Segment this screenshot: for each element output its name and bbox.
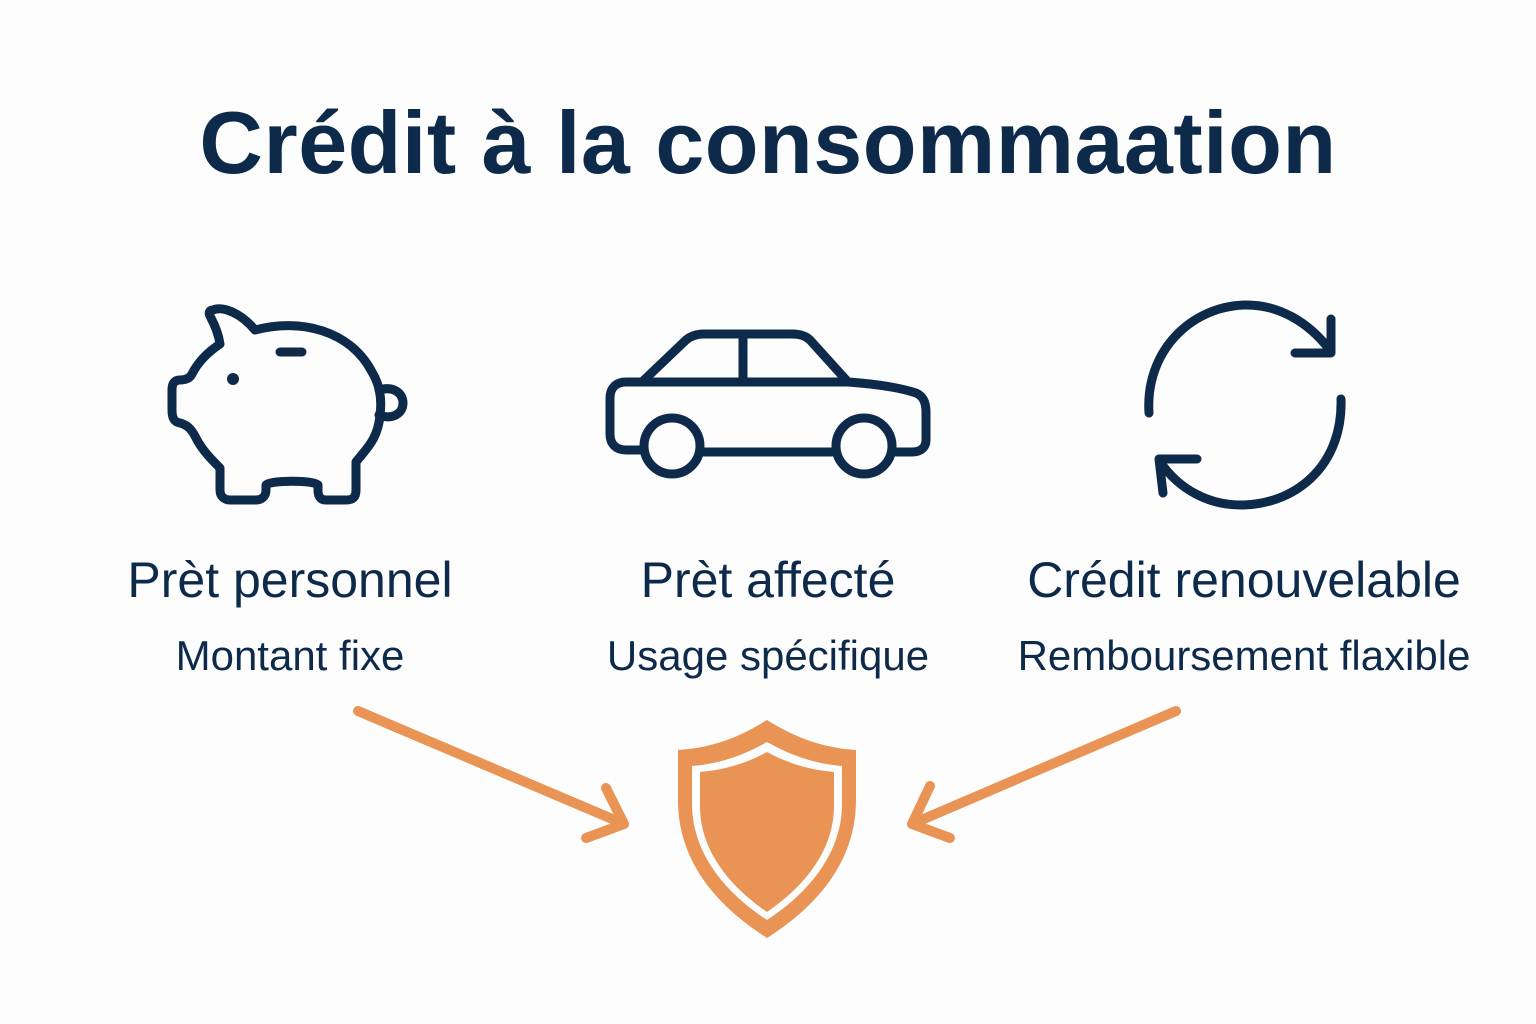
card-credit-renouvelable: Crédit renouvelable Remboursement flaxib… xyxy=(984,290,1504,679)
arrow-right-to-shield xyxy=(907,706,1181,843)
card-pret-personnel: Prèt personnel Montant fixe xyxy=(30,290,550,679)
page-title: Crédit à la consommaation xyxy=(199,93,1337,192)
card-label: Prèt affecté xyxy=(640,552,896,608)
card-pret-affecte: Prèt affecté Usage spécifique xyxy=(508,290,1028,679)
arrow-left-to-shield xyxy=(353,706,629,843)
car-icon xyxy=(508,290,1028,520)
card-label: Crédit renouvelable xyxy=(1027,552,1461,608)
piggy-bank-icon xyxy=(30,290,550,520)
card-sublabel: Montant fixe xyxy=(175,632,405,679)
refresh-cycle-icon xyxy=(984,290,1504,520)
card-sublabel: Usage spécifique xyxy=(606,632,930,679)
card-label: Prèt personnel xyxy=(127,552,453,608)
card-sublabel: Remboursement flaxible xyxy=(1017,632,1471,679)
shield-icon xyxy=(678,720,856,938)
